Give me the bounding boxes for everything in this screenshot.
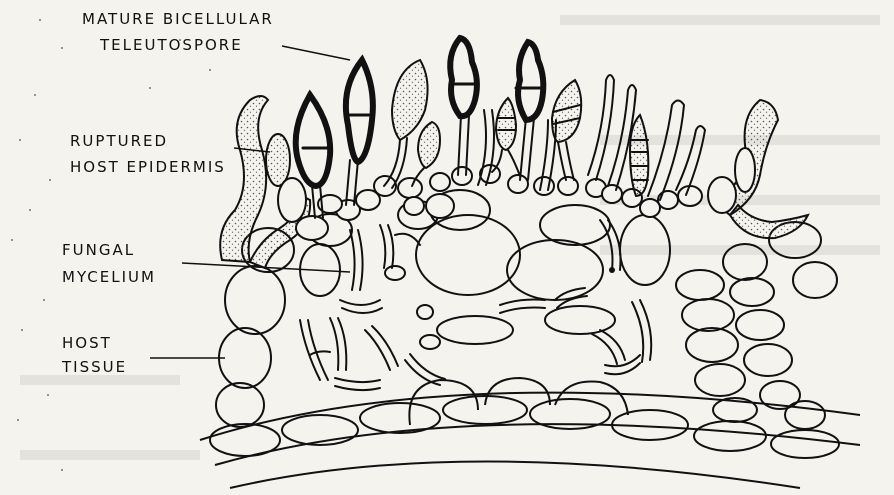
- teleutospore: [516, 42, 544, 180]
- label-epidermis-line1: RUPTURED: [70, 132, 168, 150]
- ruptured-epidermis-right: [708, 100, 808, 238]
- label-mycelium-line1: FUNGAL: [62, 241, 135, 259]
- teleutospore: [450, 38, 477, 175]
- label-epidermis-line2: HOST EPIDERMIS: [70, 158, 226, 176]
- label-mycelium-line2: MYCELIUM: [62, 268, 156, 286]
- label-teleutospore-line2: TELEUTOSPORE: [99, 36, 243, 54]
- label-tissue-line2: TISSUE: [61, 358, 127, 376]
- label-tissue-line1: HOST: [62, 334, 112, 352]
- dark-spot: [609, 267, 615, 273]
- fungal-mycelium: [300, 220, 651, 390]
- label-teleutospore-line1: MATURE BICELLULAR: [82, 10, 274, 28]
- teleutospore: [346, 60, 373, 205]
